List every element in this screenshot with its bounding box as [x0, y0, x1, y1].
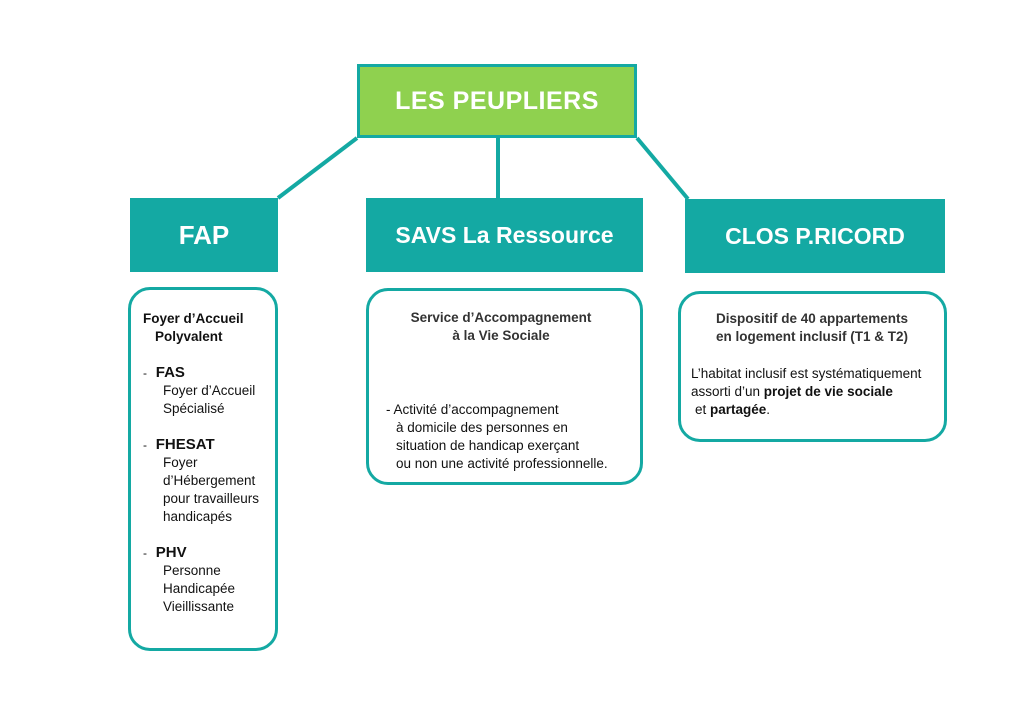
clos-text-line2-prefix: assorti d’un — [691, 384, 764, 399]
fap-item-fas: - FAS Foyer d’Accueil Spécialisé — [143, 364, 275, 418]
savs-heading-line1: Service d’Accompagnement — [410, 310, 592, 325]
clos-heading: Dispositif de 40 appartements en logemen… — [681, 310, 943, 346]
clos-text-line3: et partagée. — [691, 401, 946, 419]
clos-text-line3-suffix: . — [766, 402, 771, 417]
fap-item-line: d’Hébergement — [163, 473, 256, 488]
clos-heading-line1: Dispositif de 40 appartements — [715, 311, 909, 326]
fap-item-fhesat: - FHESAT Foyer d’Hébergement pour travai… — [143, 436, 275, 526]
savs-heading-line2: à la Vie Sociale — [452, 328, 550, 343]
connector-root-fap — [276, 136, 359, 200]
root-node-les-peupliers: LES PEUPLIERS — [357, 64, 637, 138]
fap-item-abbr: FAS — [155, 364, 185, 381]
savs-activity-list: - Activité d’accompagnement à domicile d… — [386, 401, 641, 473]
fap-item-dash: - — [143, 366, 147, 380]
fap-item-line: Handicapée — [163, 581, 236, 596]
clos-text-line2: assorti d’un projet de vie sociale — [691, 383, 946, 401]
savs-heading: Service d’Accompagnement à la Vie Social… — [369, 309, 633, 345]
branch-header-fap: FAP — [130, 198, 278, 272]
clos-heading-line2: en logement inclusif (T1 & T2) — [715, 329, 909, 344]
details-box-clos: Dispositif de 40 appartements en logemen… — [678, 291, 947, 442]
clos-text-line3-bold: partagée — [710, 402, 767, 417]
fap-heading-line1: Foyer d’Accueil — [143, 311, 244, 326]
fap-item-phv: - PHV Personne Handicapée Vieillissante — [143, 544, 275, 616]
details-box-fap: Foyer d’Accueil Polyvalent - FAS Foyer d… — [128, 287, 278, 651]
fap-item-line: Personne — [163, 563, 221, 578]
details-box-savs: Service d’Accompagnement à la Vie Social… — [366, 288, 643, 485]
fap-item-line: Vieillissante — [163, 599, 235, 614]
clos-description: L’habitat inclusif est systématiquement … — [691, 365, 946, 419]
savs-list-line: ou non une activité professionnelle. — [396, 456, 608, 471]
branch-header-clos: CLOS P.RICORD — [685, 199, 945, 273]
savs-list-line: à domicile des personnes en — [396, 420, 568, 435]
clos-text-line3-prefix: et — [695, 402, 711, 417]
root-title: LES PEUPLIERS — [395, 86, 599, 115]
savs-list-line: - Activité d’accompagnement — [386, 402, 559, 417]
branch-title-fap: FAP — [178, 219, 230, 250]
fap-item-dash: - — [143, 438, 147, 452]
branch-header-savs: SAVS La Ressource — [366, 198, 643, 272]
clos-text-line2-bold: projet de vie sociale — [763, 384, 893, 399]
fap-item-line: Foyer — [163, 455, 198, 470]
savs-list-line: situation de handicap exerçant — [396, 438, 580, 453]
branch-title-savs: SAVS La Ressource — [395, 221, 614, 248]
fap-item-line: Spécialisé — [163, 401, 225, 416]
branch-title-clos: CLOS P.RICORD — [725, 222, 905, 249]
connector-root-clos — [635, 136, 690, 201]
fap-item-line: pour travailleurs — [163, 491, 260, 506]
fap-item-line: Foyer d’Accueil — [163, 383, 256, 398]
fap-item-abbr: FHESAT — [155, 436, 215, 453]
fap-item-dash: - — [143, 546, 147, 560]
clos-text-line1: L’habitat inclusif est systématiquement — [691, 366, 922, 381]
fap-item-abbr: PHV — [155, 544, 187, 561]
fap-heading-line2: Polyvalent — [155, 329, 223, 344]
fap-item-line: handicapés — [163, 509, 233, 524]
